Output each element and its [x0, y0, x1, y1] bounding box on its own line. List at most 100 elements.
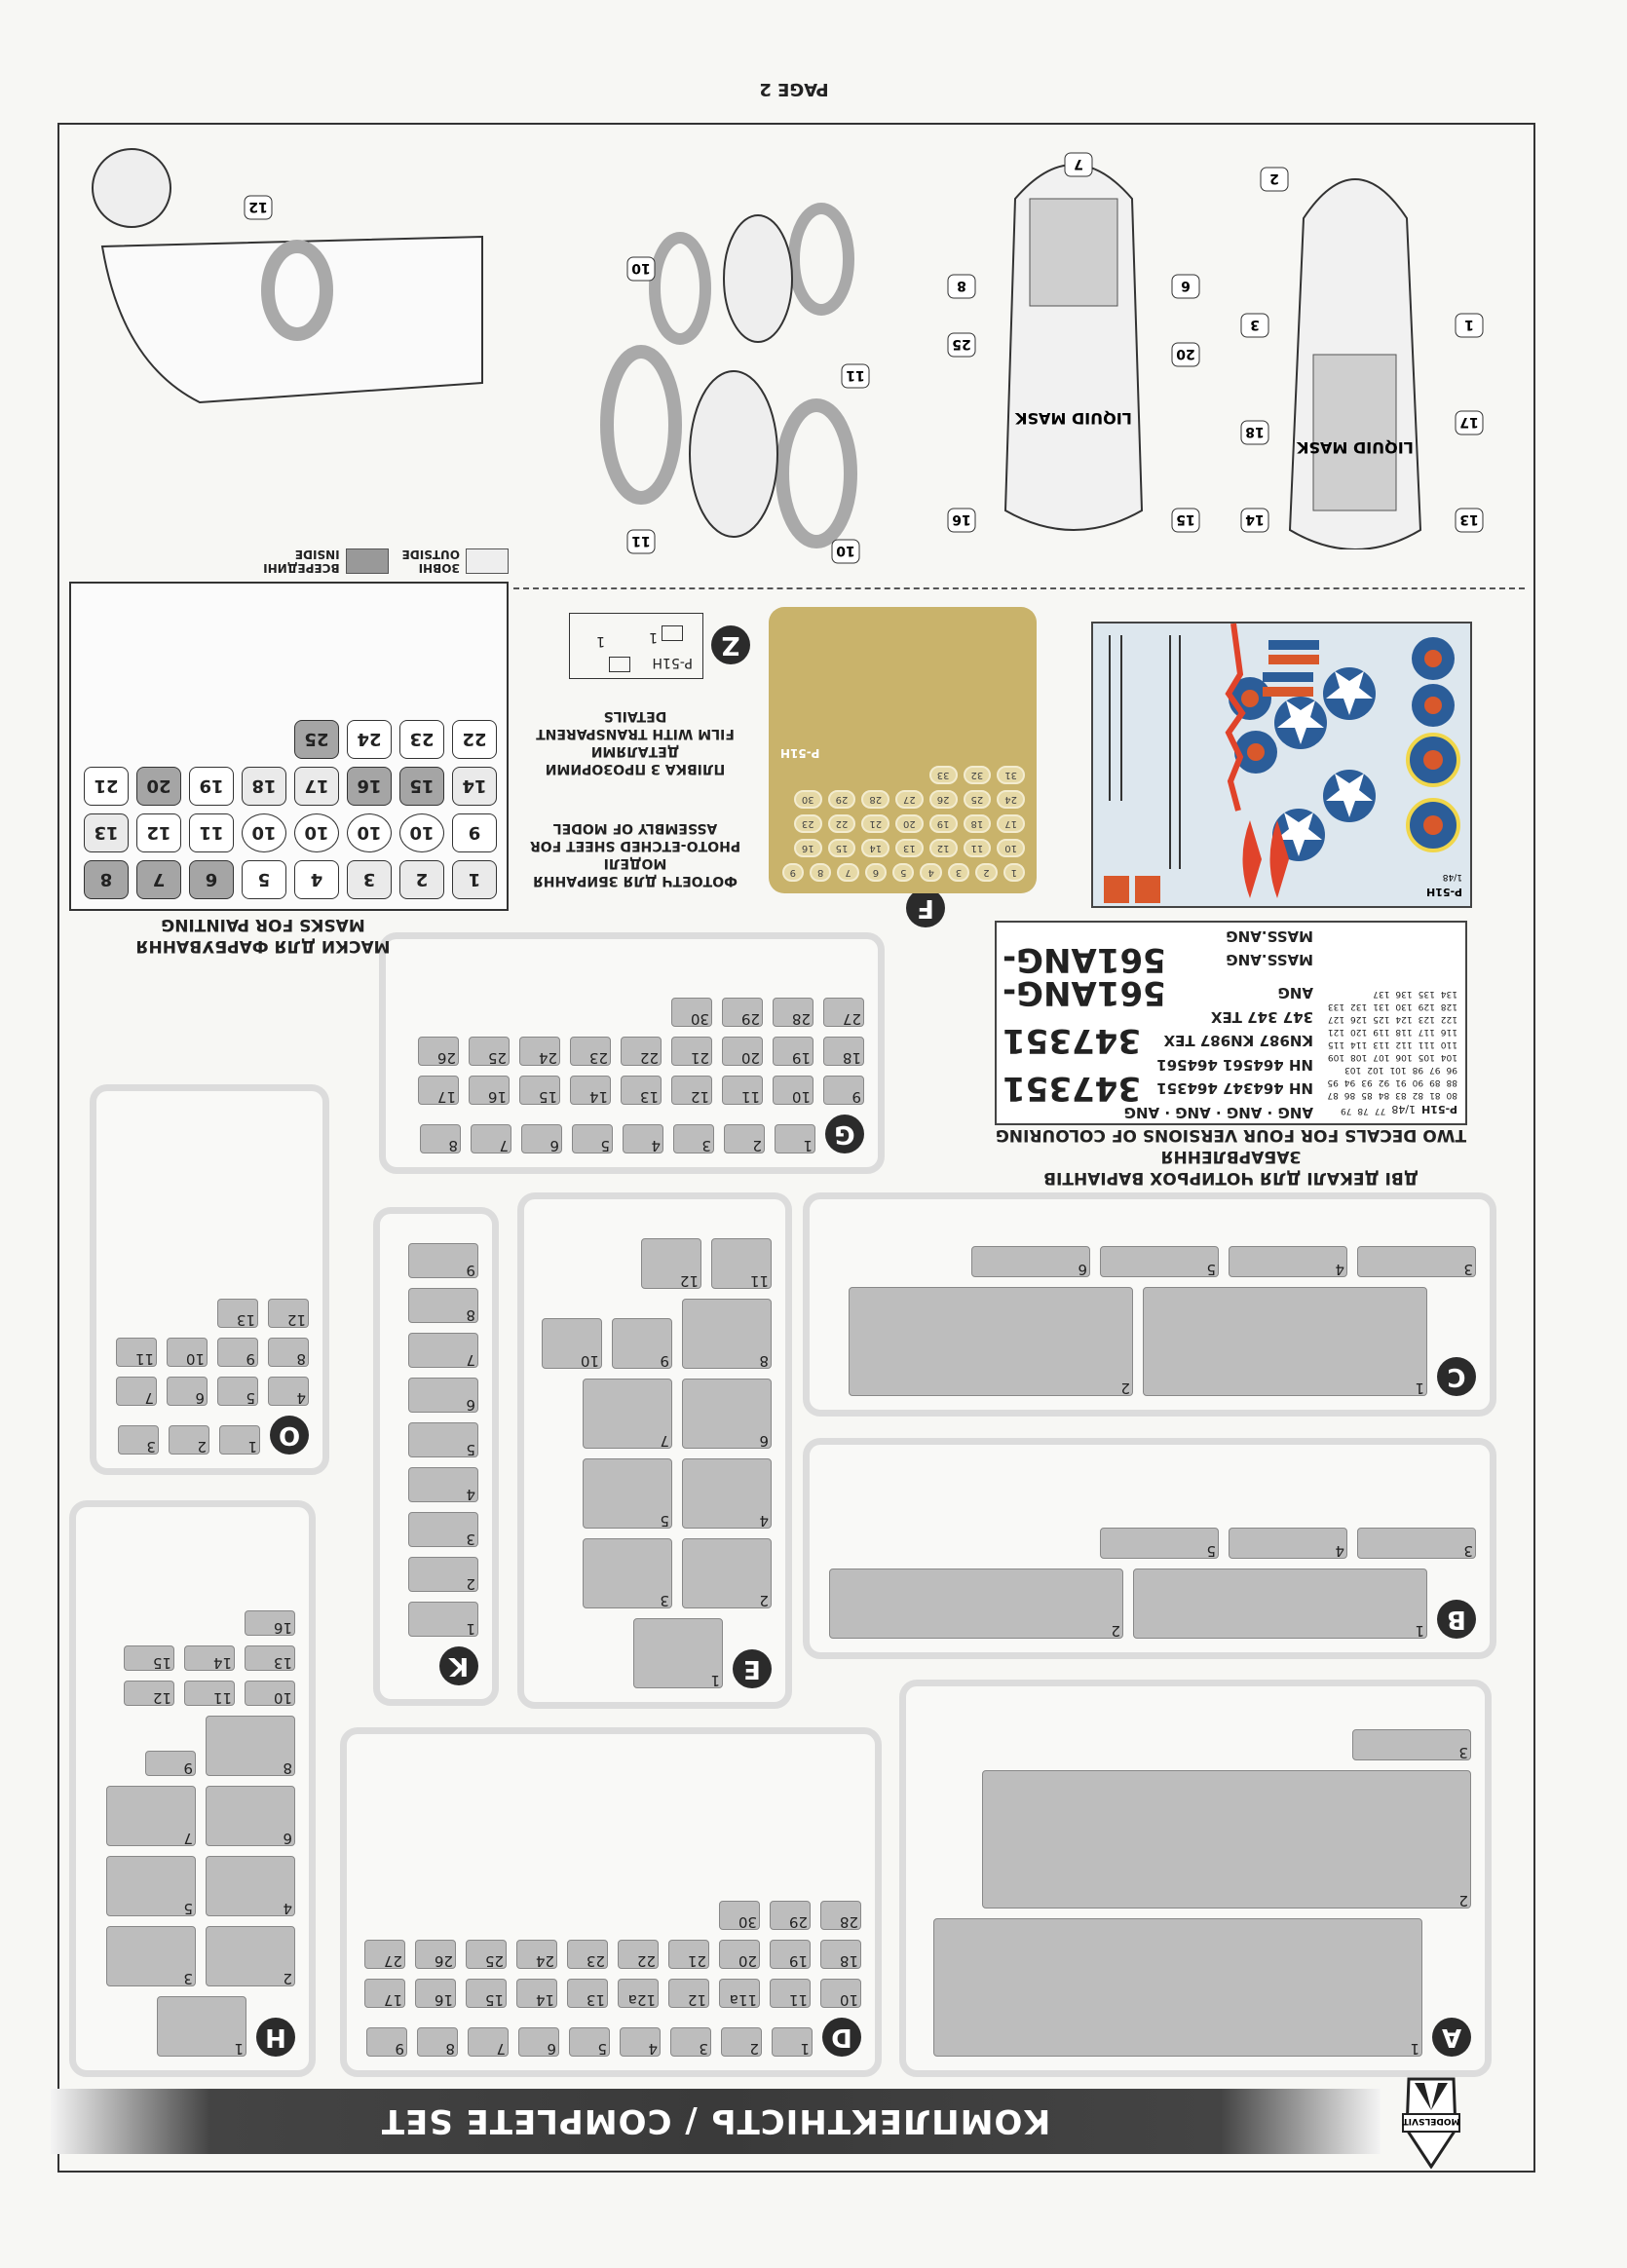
masks-caption-en: MASKS FOR PAINTING [161, 914, 365, 934]
part-number: 2 [1111, 1622, 1120, 1640]
sprue-part: 15 [466, 1979, 507, 2009]
sprue-part: 7 [468, 2027, 509, 2058]
mask-part: 14 [452, 767, 497, 806]
photo-etch-letter: F [906, 888, 945, 927]
modelsvit-logo: MODELSVIT [1402, 2077, 1460, 2169]
callout-box [1455, 410, 1484, 435]
part-number: 3 [1463, 1542, 1473, 1560]
part-number: 2 [1120, 1380, 1130, 1397]
photo-etch-part: 16 [793, 839, 822, 857]
mask-part: 2 [399, 860, 444, 899]
decal-number: 112 [1395, 1040, 1413, 1049]
part-number: 4 [1335, 1542, 1344, 1560]
callout-number: 1 [1464, 317, 1474, 332]
part-number: 9 [660, 1352, 669, 1370]
part-number: 13 [639, 1088, 659, 1106]
sprue-part: 19 [773, 1037, 814, 1067]
part-number: 18 [839, 1952, 858, 1970]
part-number: 8 [283, 1759, 292, 1777]
sprue-part: 12 [671, 1076, 712, 1106]
masks-caption-ua: МАСКИ ДЛЯ ФАРБУВАННЯ [135, 936, 391, 956]
part-number: 2 [283, 1970, 292, 1987]
decal-rectangle [1104, 876, 1129, 903]
part-number: 7 [466, 1351, 475, 1369]
mask-part: 10 [347, 813, 392, 852]
photo-etch-part: 28 [861, 790, 890, 809]
decal-number: 80 [1446, 1090, 1457, 1100]
sprue-part: 10 [773, 1076, 814, 1106]
decal-sheet-scale: 1/48 [1391, 1103, 1417, 1115]
film-part [609, 657, 630, 672]
sprue-part: 24 [519, 1037, 560, 1067]
mask-part: 3 [347, 860, 392, 899]
part-number: 2 [466, 1575, 475, 1593]
photo-etch-part: 15 [827, 839, 856, 857]
legend-inside-en: INSIDE [294, 548, 340, 561]
part-number: 12 [286, 1311, 306, 1329]
part-number: 9 [246, 1350, 255, 1368]
callout-number: 14 [1245, 511, 1265, 527]
sprue-part: 1 [1133, 1569, 1427, 1640]
sprue-part: 3 [670, 2027, 711, 2058]
part-number: 4 [296, 1389, 306, 1407]
sprue-part: 10 [167, 1338, 208, 1368]
film-letter: Z [711, 625, 750, 664]
part-number: 3 [1458, 1744, 1468, 1761]
part-number: 28 [839, 1913, 858, 1931]
part-number: 4 [1335, 1261, 1344, 1278]
part-number: 21 [687, 1952, 706, 1970]
part-number: 10 [273, 1689, 292, 1707]
part-number: 4 [648, 2040, 658, 2058]
sprue-part: 5 [572, 1124, 613, 1154]
part-number: 5 [660, 1512, 669, 1530]
part-number: 14 [535, 1991, 554, 2009]
photo-etch-caption-en: PHOTO-ETCHED SHEET FOR ASSEMBLY OF MODEL [529, 820, 741, 853]
part-number: 10 [185, 1350, 205, 1368]
mask-part: 10 [242, 813, 286, 852]
photo-etch-part: 5 [892, 863, 915, 882]
decal-number: 129 [1418, 1002, 1435, 1011]
part-number: 2 [1458, 1892, 1468, 1909]
decals-caption-ua: ДВІ ДЕКАЛІ ДЛЯ ЧОТИРЬОХ ВАРІАНТІВ ЗАБАРВ… [1043, 1146, 1419, 1188]
part-number: 5 [466, 1441, 475, 1458]
sprue-part: 2 [408, 1557, 478, 1593]
part-number: 29 [788, 1913, 808, 1931]
part-number: 17 [383, 1991, 402, 2009]
part-number: 7 [660, 1432, 669, 1450]
sprue-part: 8 [420, 1124, 461, 1154]
photo-etch-part: 25 [963, 790, 992, 809]
decal-number: 108 [1350, 1052, 1368, 1062]
sprue-part: 16 [469, 1076, 510, 1106]
part-number: 3 [701, 1137, 711, 1154]
part-number: 4 [651, 1137, 661, 1154]
sprue-part: 15 [519, 1076, 560, 1106]
part-number: 13 [236, 1311, 255, 1329]
callout-box [947, 332, 976, 358]
sprue-part: 26 [415, 1940, 456, 1970]
sprue-part: 7 [408, 1333, 478, 1369]
sprue-part: 4 [682, 1458, 772, 1530]
sprue-part: 25 [469, 1037, 510, 1067]
part-number: 22 [639, 1049, 659, 1067]
decal-number: 90 [1412, 1077, 1424, 1087]
callout-number: 18 [1245, 424, 1264, 439]
part-number: 27 [842, 1010, 861, 1028]
callout-number: 2 [1269, 170, 1279, 186]
part-number: 6 [547, 2040, 556, 2058]
sprue-part: 1 [408, 1602, 478, 1638]
callout-box [1171, 274, 1200, 299]
decal-number: 131 [1373, 1002, 1390, 1011]
part-number: 2 [752, 1137, 762, 1154]
callout-number: 15 [1176, 511, 1194, 527]
legend-outside-en: OUTSIDE [401, 548, 460, 561]
decal-number: 125 [1373, 1014, 1390, 1024]
decal-number: 122 [1440, 1014, 1457, 1024]
decal-sheet-insignia: P-51H 1/48 [1091, 622, 1472, 908]
